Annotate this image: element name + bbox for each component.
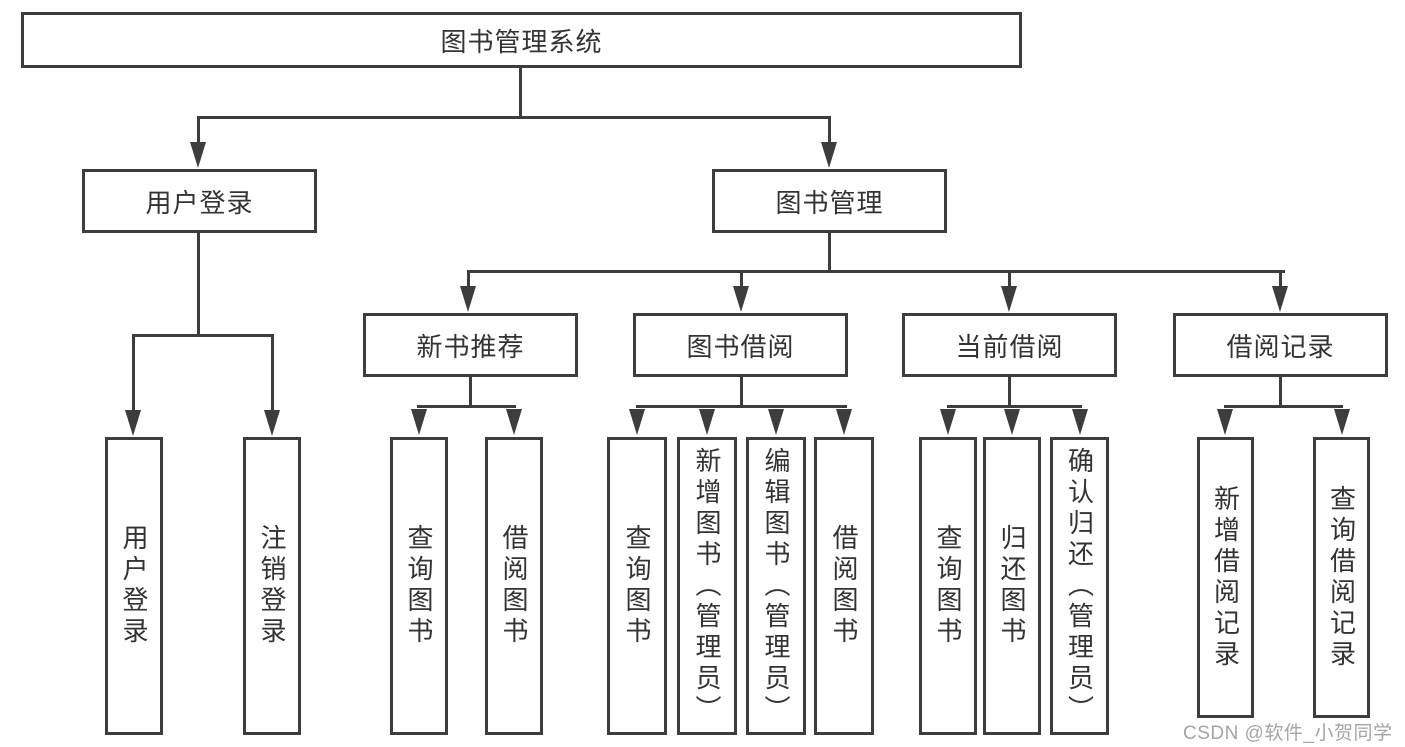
arrow-down-icon (821, 142, 837, 168)
connector-line (197, 233, 200, 337)
connector-line (740, 273, 743, 287)
leaf-label: 确认归还（管理员） (1064, 446, 1095, 726)
node-new-book-recommend: 新书推荐 (363, 313, 578, 377)
connector-line (1224, 405, 1343, 408)
connector-line (132, 334, 274, 337)
connector-line (828, 233, 831, 273)
connector-line (1008, 377, 1011, 408)
connector-line (132, 337, 135, 411)
arrow-down-icon (460, 286, 476, 312)
connector-line (519, 68, 522, 118)
leaf-query-book: 查询图书 (919, 437, 977, 735)
leaf-label: 查询图书 (622, 524, 652, 648)
leaf-label: 查询图书 (404, 524, 434, 648)
csdn-watermark: CSDN @软件_小贺同学 (1183, 723, 1393, 744)
node-borrow-records: 借阅记录 (1173, 313, 1388, 377)
arrow-down-icon (1001, 286, 1017, 312)
leaf-label: 归还图书 (997, 524, 1027, 648)
node-library-management-system: 图书管理系统 (21, 12, 1022, 68)
arrow-down-icon (1072, 409, 1088, 435)
connector-line (947, 405, 1082, 408)
arrow-down-icon (1217, 409, 1233, 435)
connector-line (1008, 273, 1011, 287)
connector-line (740, 377, 743, 408)
connector-line (1279, 273, 1282, 287)
connector-line (467, 270, 1285, 273)
connector-line (1279, 377, 1282, 408)
arrow-down-icon (125, 410, 141, 436)
connector-line (417, 405, 516, 408)
arrow-down-icon (1334, 409, 1350, 435)
node-book-management: 图书管理 (712, 169, 947, 233)
arrow-down-icon (629, 409, 645, 435)
leaf-edit-book-admin: 编辑图书（管理员） (746, 437, 806, 735)
arrow-down-icon (190, 142, 206, 168)
connector-line (467, 273, 470, 287)
arrow-down-icon (1272, 286, 1288, 312)
node-current-borrow: 当前借阅 (902, 313, 1117, 377)
connector-line (469, 377, 472, 408)
leaf-borrow-book: 借阅图书 (485, 437, 543, 735)
leaf-label: 新增借阅记录 (1210, 484, 1241, 671)
arrow-down-icon (264, 410, 280, 436)
arrow-down-icon (733, 286, 749, 312)
connector-line (828, 116, 831, 144)
arrow-down-icon (836, 409, 852, 435)
leaf-query-book: 查询图书 (390, 437, 448, 735)
leaf-label: 用户登录 (119, 524, 149, 648)
leaf-label: 查询图书 (933, 524, 963, 648)
leaf-add-book-admin: 新增图书（管理员） (677, 437, 737, 735)
leaf-label: 查询借阅记录 (1326, 484, 1357, 671)
arrow-down-icon (768, 409, 784, 435)
leaf-label: 新增图书（管理员） (692, 446, 722, 726)
leaf-user-login: 用户登录 (105, 437, 163, 735)
leaf-query-borrow-record: 查询借阅记录 (1313, 437, 1370, 718)
arrow-down-icon (699, 409, 715, 435)
arrow-down-icon (411, 409, 427, 435)
connector-line (636, 405, 847, 408)
node-user-login: 用户登录 (82, 169, 317, 233)
leaf-label: 借阅图书 (829, 524, 859, 648)
leaf-add-borrow-record: 新增借阅记录 (1197, 437, 1254, 718)
leaf-return-book: 归还图书 (983, 437, 1041, 735)
node-book-borrow: 图书借阅 (633, 313, 848, 377)
arrow-down-icon (506, 409, 522, 435)
leaf-label: 编辑图书（管理员） (761, 446, 791, 726)
leaf-query-book: 查询图书 (607, 437, 667, 735)
leaf-borrow-book: 借阅图书 (814, 437, 874, 735)
arrow-down-icon (1004, 409, 1020, 435)
arrow-down-icon (940, 409, 956, 435)
connector-line (271, 337, 274, 411)
leaf-label: 借阅图书 (499, 524, 529, 648)
leaf-label: 注销登录 (257, 524, 287, 648)
leaf-logout: 注销登录 (243, 437, 301, 735)
leaf-confirm-return-admin: 确认归还（管理员） (1050, 437, 1109, 735)
connector-line (197, 116, 831, 119)
connector-line (197, 116, 200, 144)
